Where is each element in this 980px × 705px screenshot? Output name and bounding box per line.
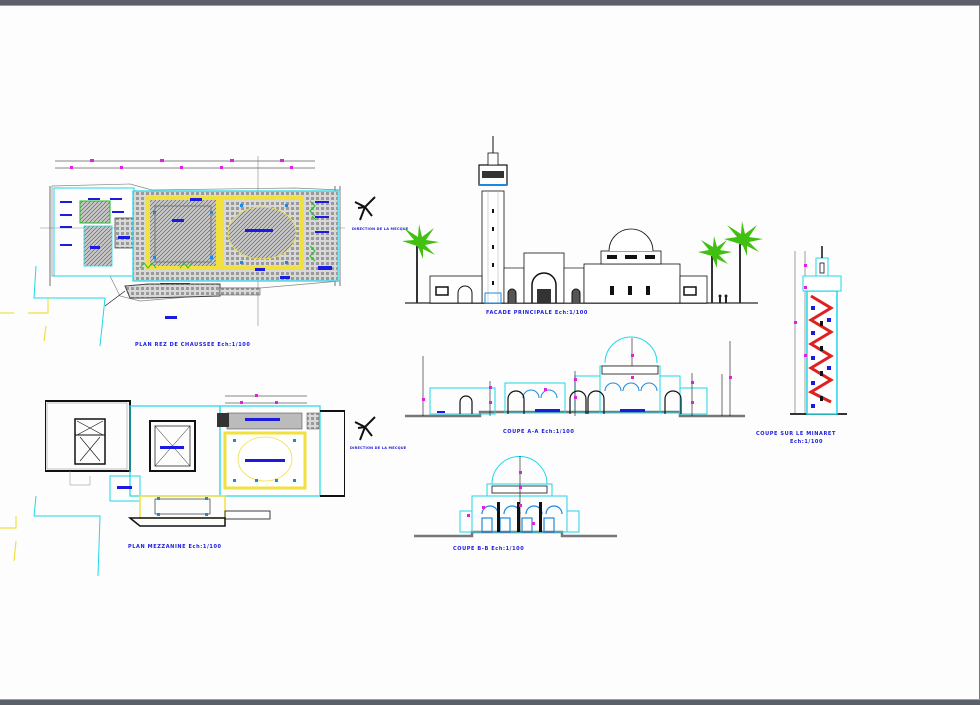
north-arrow-icon [354,416,376,441]
palm-tree-icon [724,221,763,303]
site-boundary-lines [0,266,106,577]
north-direction-label: DIRECTION DE LA MECQUE [352,227,409,231]
window-top-border [0,0,980,6]
view-label-facade: FACADE PRINCIPALE Ech:1/100 [486,310,588,316]
facade-elevation[interactable] [400,131,770,311]
view-label-mezzanine-plan: PLAN MEZZANINE Ech:1/100 [128,544,222,550]
section-b-b[interactable] [412,456,622,541]
mezzanine-plan[interactable] [45,391,345,531]
view-label-minaret-scale: Ech:1/100 [790,439,824,445]
north-arrow-icon [354,196,376,221]
view-label-section-b-b: COUPE B-B Ech:1/100 [453,546,525,552]
section-a-a[interactable] [400,336,750,426]
view-label-section-a-a: COUPE A-A Ech:1/100 [503,429,575,435]
view-label-ground-plan: PLAN REZ DE CHAUSSEE Ech:1/100 [135,342,251,348]
window-bottom-border [0,699,980,705]
north-direction-label: DIRECTION DE LA MECQUE [350,446,407,450]
cad-canvas[interactable]: DIRECTION DE LA MECQUE PLAN REZ DE CHAUS… [0,6,979,700]
palm-tree-icon [698,236,732,303]
minaret-section[interactable] [785,246,855,421]
view-label-minaret-section: COUPE SUR LE MINARET [756,431,836,437]
palm-tree-icon [402,224,439,303]
ground-floor-plan[interactable] [40,156,345,326]
